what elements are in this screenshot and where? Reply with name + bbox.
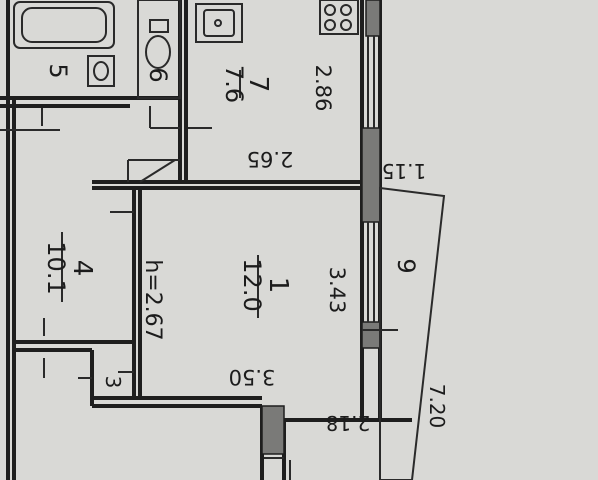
room-3-number: 3 xyxy=(101,376,125,389)
bathroom-sink-fixture xyxy=(87,55,115,87)
door-marks xyxy=(0,106,398,480)
toilet-fixture xyxy=(137,0,181,99)
room-9-number: 9 xyxy=(392,258,420,273)
dim-kitchen-depth: 2.86 xyxy=(311,65,335,112)
room-7-number: 7 xyxy=(243,76,273,93)
room-7-area: 7.6 xyxy=(220,65,248,103)
room-5-number: 5 xyxy=(44,63,72,78)
room-6-number: 6 xyxy=(144,67,172,82)
room-4-area: 10.1 xyxy=(42,241,70,294)
kitchen-sink-fixture xyxy=(195,3,243,43)
dimension-labels: 2.86 2.65 3.43 3.50 1.15 7.20 2.18 h=2.6… xyxy=(140,65,449,435)
dim-living-width: 3.50 xyxy=(229,365,276,389)
ceiling-height: h=2.67 xyxy=(140,259,165,340)
dim-kitchen-width: 2.65 xyxy=(247,147,294,171)
room-1-number: 1 xyxy=(263,277,293,294)
dim-living-depth: 3.43 xyxy=(325,267,349,314)
dim-balcony-length: 7.20 xyxy=(425,384,449,429)
wall-hatching xyxy=(261,0,381,455)
facade-windows xyxy=(367,36,375,322)
balcony-outline xyxy=(379,186,446,480)
room-labels: 7 7.6 1 12.0 4 10.1 5 6 9 3 xyxy=(42,63,420,388)
room-4-number: 4 xyxy=(67,260,97,277)
stove-fixture xyxy=(319,0,359,35)
dim-balcony-top: 1.15 xyxy=(382,159,427,183)
room-1-area: 12.0 xyxy=(238,258,266,311)
dim-bottom-width: 2.18 xyxy=(326,411,371,435)
bathtub-fixture xyxy=(13,1,115,49)
